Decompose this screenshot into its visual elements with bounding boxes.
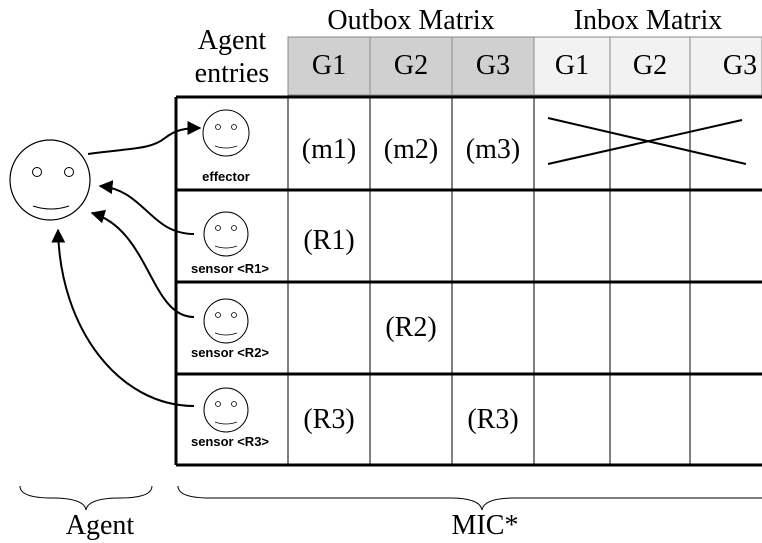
row-label-sensor-r1: sensor <R1> bbox=[190, 261, 270, 276]
inbox-col-g2: G2 bbox=[632, 50, 668, 81]
cell-sensor-r2-g2: (R2) bbox=[385, 312, 437, 343]
row-label-sensor-r2: sensor <R2> bbox=[190, 345, 270, 360]
cell-sensor-r1-g1: (R1) bbox=[303, 225, 355, 256]
sensor-r2-smiley-icon bbox=[203, 298, 249, 344]
agent-brace bbox=[19, 485, 153, 511]
sensor-r1-smiley-icon bbox=[203, 211, 249, 257]
cell-effector-g2: (m2) bbox=[383, 134, 439, 165]
agent-smiley-icon bbox=[9, 139, 91, 221]
inbox-col-g3: G3 bbox=[722, 50, 758, 81]
connection-arrows bbox=[51, 121, 202, 407]
outbox-header-bg bbox=[287, 36, 535, 96]
mic-footer-label: MIC* bbox=[451, 510, 519, 541]
cell-effector-g3: (m3) bbox=[465, 134, 521, 165]
row-label-sensor-r3: sensor <R3> bbox=[190, 434, 270, 449]
cell-effector-g1: (m1) bbox=[301, 134, 357, 165]
inbox-matrix-title: Inbox Matrix bbox=[573, 5, 723, 36]
outbox-col-g1: G1 bbox=[311, 50, 347, 81]
effector-smiley-icon bbox=[202, 109, 250, 157]
cell-sensor-r3-g3: (R3) bbox=[467, 404, 519, 435]
mic-brace bbox=[177, 485, 762, 511]
cell-sensor-r3-g1: (R3) bbox=[303, 404, 355, 435]
agent-entries-title-line1: Agent bbox=[197, 25, 267, 56]
inbox-cross-mark bbox=[547, 117, 747, 165]
inbox-col-g1: G1 bbox=[554, 50, 590, 81]
row-label-effector: effector bbox=[202, 169, 250, 184]
sensor-r3-smiley-icon bbox=[203, 387, 249, 433]
agent-footer-label: Agent bbox=[65, 510, 135, 541]
outbox-col-g3: G3 bbox=[475, 50, 511, 81]
outbox-matrix-title: Outbox Matrix bbox=[327, 5, 495, 36]
agent-entries-title-line2: entries bbox=[194, 58, 270, 89]
outbox-col-g2: G2 bbox=[393, 50, 429, 81]
inbox-header-bg bbox=[533, 36, 762, 96]
